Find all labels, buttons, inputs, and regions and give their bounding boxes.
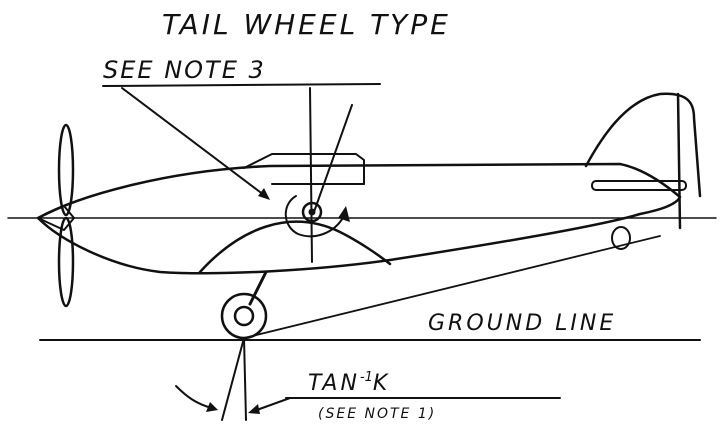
- propeller-upper-blade: [57, 123, 75, 217]
- cockpit-canopy: [243, 153, 365, 185]
- angle-arc: [175, 385, 213, 409]
- fuselage-outline: [36, 162, 682, 275]
- note3-underline: [102, 83, 381, 87]
- vertical-fin: [584, 92, 702, 198]
- main-gear-strut: [248, 270, 268, 306]
- tipback-line: [243, 235, 661, 339]
- cg-ray-line: [221, 337, 245, 421]
- tan-k-variable: K: [373, 371, 389, 396]
- rudder-post: [676, 92, 682, 230]
- cg-inclined-line: [313, 104, 353, 213]
- tail-wheel: [611, 226, 631, 250]
- cg-vertical-line: [309, 87, 313, 263]
- tan-text: TAN: [308, 371, 360, 396]
- main-wheel-inner: [233, 305, 255, 327]
- note1-label: (SEE NOTE 1): [318, 406, 436, 422]
- tan-exponent: -1: [360, 370, 373, 385]
- wing-arc: [198, 220, 392, 274]
- tan-k-leader: [253, 397, 291, 412]
- propeller-lower-blade: [57, 216, 75, 308]
- tan-k-leader-arrow: [248, 404, 260, 414]
- rotation-arrow-head: [338, 206, 350, 222]
- diagram-title: TAIL WHEEL TYPE: [162, 8, 451, 41]
- note3-leader-arrow: [258, 188, 270, 200]
- nose-spinner: [37, 205, 75, 231]
- horizontal-stabilizer: [591, 180, 687, 191]
- angle-arc-arrow: [206, 402, 218, 412]
- wheel-vertical-line: [243, 337, 247, 421]
- tan-k-label: TAN-1K: [308, 370, 389, 396]
- main-wheel-outer: [220, 292, 268, 340]
- rotation-arrow: [284, 195, 345, 238]
- note3-label: SEE NOTE 3: [103, 56, 266, 84]
- note3-leader: [121, 87, 269, 199]
- ground-line-label: GROUND LINE: [428, 311, 616, 336]
- cg-outer-circle: [301, 201, 323, 223]
